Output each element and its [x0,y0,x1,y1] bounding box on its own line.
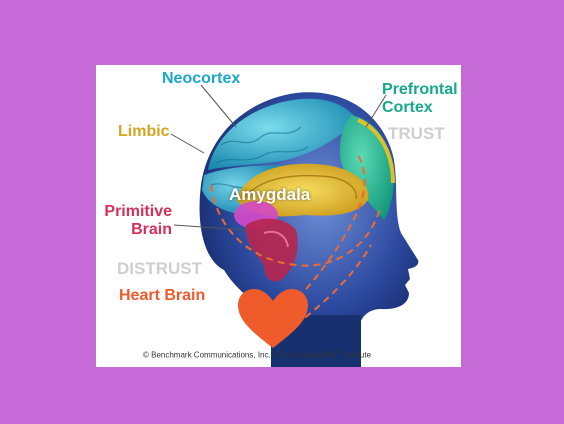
label-limbic: Limbic [118,123,170,140]
brain-diagram-card: Neocortex Prefrontal Cortex TRUST Limbic… [96,65,461,367]
limbic-outline [245,174,357,200]
label-primitive-line2: Brain [131,221,172,239]
neocortex-region [208,98,358,170]
connector-dashes [210,154,382,326]
copyright-credit: © Benchmark Communications, Inc. / The C… [143,350,371,360]
credit-suffix: Institute [340,350,372,360]
heart-icon [238,289,308,348]
label-primitive-brain: Primitive Brain [100,203,172,240]
limbic-region [236,163,369,217]
brain-head-illustration [170,84,419,367]
label-prefrontal-cortex: Prefrontal Cortex [382,81,458,116]
label-primitive-line1: Primitive [104,203,172,220]
prefrontal-edge [357,118,395,184]
pointer-lines [170,84,387,231]
label-trust: TRUST [388,124,445,143]
label-amygdala: Amygdala [229,185,311,204]
primitive-highlight [263,230,289,248]
credit-registered-mark: ® [336,350,341,356]
label-heart-brain: Heart Brain [119,287,206,304]
label-neocortex: Neocortex [162,70,241,87]
label-prefrontal-line2: Cortex [382,98,433,116]
credit-text: © Benchmark Communications, Inc. / The C… [143,350,337,360]
label-prefrontal-line1: Prefrontal [382,81,458,98]
primitive-brain-region [245,218,298,282]
label-distrust: DISTRUST [117,259,202,278]
